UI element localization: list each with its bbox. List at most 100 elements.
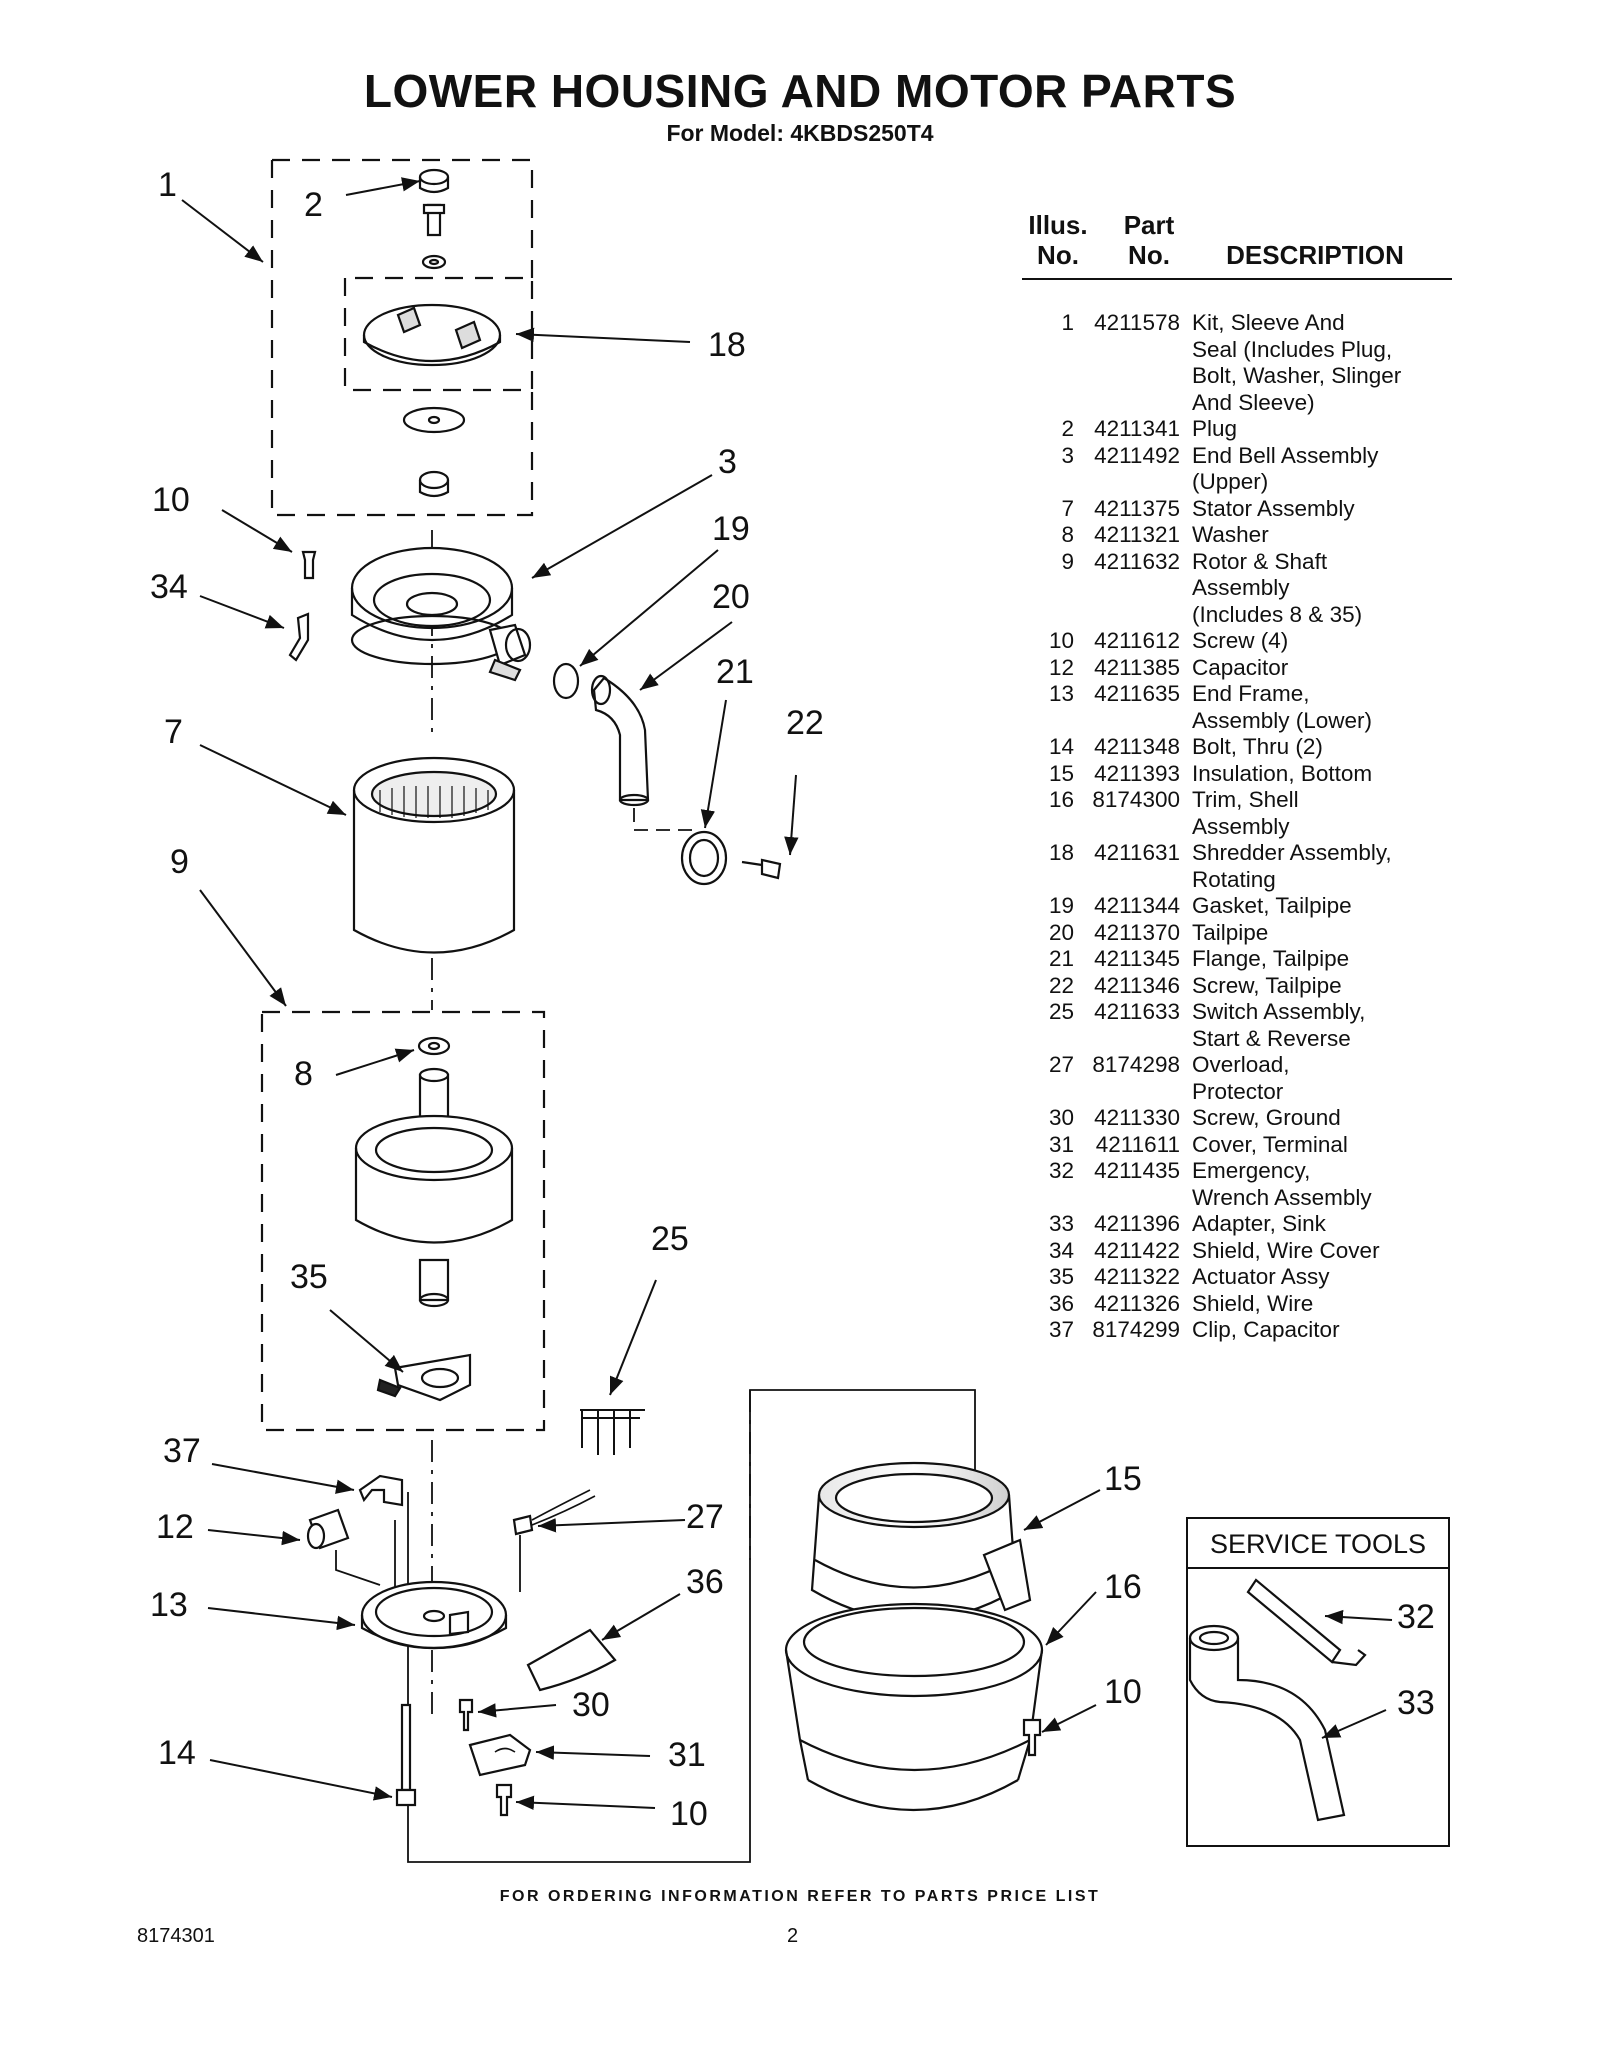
illus-number: 9 [1061, 548, 1074, 574]
end-bell-part [350, 546, 532, 682]
part-description: Rotor & Shaft Assembly (Includes 8 & 35) [1192, 548, 1363, 627]
illus-number: 35 [1048, 1264, 1074, 1289]
part-description: Clip, Capacitor [1192, 1317, 1340, 1342]
illus-number: 22 [1048, 972, 1074, 998]
table-row: 14 4211348 Bolt, Thru (2) [1022, 734, 1452, 761]
ordering-note: FOR ORDERING INFORMATION REFER TO PARTS … [499, 1888, 1101, 1905]
part-number: 4211321 [1094, 522, 1180, 547]
illus-number: 31 [1048, 1131, 1074, 1157]
part-number: 4211633 [1094, 999, 1180, 1024]
illus-number: 36 [1048, 1290, 1074, 1316]
part-number: 4211322 [1094, 1264, 1180, 1289]
illus-number: 21 [1048, 946, 1074, 971]
callout-15: 15 [1104, 1460, 1142, 1498]
callout-3: 3 [718, 443, 737, 481]
callout-36: 36 [686, 1563, 724, 1601]
header-part-2: No. [1128, 240, 1170, 270]
model-subtitle: For Model: 4KBDS250T4 [666, 120, 934, 146]
part-description: Washer [1192, 522, 1269, 547]
part-number: 4211346 [1094, 972, 1180, 998]
part-number: 4211422 [1094, 1237, 1180, 1263]
part-description: Shield, Wire [1192, 1290, 1314, 1316]
header-description: DESCRIPTION [1226, 240, 1404, 270]
part-description: Gasket, Tailpipe [1192, 893, 1352, 918]
part-number: 8174300 [1092, 787, 1180, 812]
part-description: Stator Assembly [1192, 495, 1355, 521]
part-number: 4211612 [1094, 628, 1180, 653]
document-number: 8174301 [137, 1925, 215, 1947]
part-number: 4211435 [1094, 1158, 1180, 1183]
callout-21: 21 [716, 653, 754, 691]
part-description: Flange, Tailpipe [1192, 946, 1350, 971]
part-description: Plug [1192, 416, 1238, 441]
part-number: 4211375 [1094, 495, 1180, 521]
part-number: 4211611 [1095, 1131, 1180, 1157]
part-description: Emergency, Wrench Assembly [1192, 1158, 1372, 1210]
illus-number: 34 [1048, 1237, 1074, 1263]
illus-number: 2 [1061, 416, 1074, 441]
end-frame-part [360, 1580, 508, 1650]
part-number: 4211631 [1094, 840, 1180, 865]
illus-number: 30 [1048, 1105, 1074, 1130]
part-description: Screw (4) [1192, 628, 1289, 653]
part-number: 4211393 [1094, 760, 1180, 786]
part-number: 4211385 [1094, 654, 1180, 680]
part-description: Insulation, Bottom [1192, 760, 1373, 786]
callout-20: 20 [712, 578, 750, 616]
illus-number: 20 [1048, 919, 1074, 945]
page-number: 2 [787, 1925, 799, 1947]
table-row: 9 4211632 Rotor & Shaft Assembly (Includes… [1022, 549, 1452, 629]
callout-7: 7 [164, 713, 183, 751]
callout-13: 13 [150, 1586, 188, 1624]
part-number: 4211348 [1094, 734, 1180, 759]
illus-number: 12 [1048, 654, 1074, 680]
illus-number: 10 [1048, 628, 1074, 653]
callout-8: 8 [294, 1055, 313, 1093]
callout-10-lower: 10 [670, 1795, 708, 1833]
table-row: 2 4211341 Plug [1022, 416, 1452, 443]
part-number: 4211578 [1094, 310, 1180, 335]
kit-sleeve-dashed-box [270, 158, 534, 517]
wrench-drawing [1246, 1578, 1367, 1667]
rotor-dashed-box [260, 1010, 546, 1432]
table-row: 12 4211385 Capacitor [1022, 655, 1452, 682]
rotor-part [354, 1067, 514, 1308]
part-number: 4211632 [1094, 548, 1180, 574]
callout-1: 1 [158, 166, 177, 204]
part-description: End Frame, Assembly (Lower) [1192, 681, 1373, 733]
part-description: Overload, Protector [1192, 1052, 1290, 1104]
header-illus-1: Illus. [1028, 210, 1088, 240]
illus-number: 14 [1048, 734, 1074, 759]
service-tools-box: SERVICE TOOLS [1186, 1517, 1450, 1847]
part-number: 4211341 [1094, 416, 1180, 441]
part-description: Bolt, Thru (2) [1192, 734, 1323, 759]
part-description: Trim, Shell Assembly [1192, 787, 1299, 839]
callout-2: 2 [304, 186, 323, 224]
part-description: Cover, Terminal [1192, 1131, 1348, 1157]
illus-number: 15 [1048, 760, 1074, 786]
part-number: 4211345 [1094, 946, 1180, 971]
part-description: Capacitor [1192, 654, 1289, 680]
part-description: End Bell Assembly (Upper) [1192, 442, 1379, 495]
callout-30: 30 [572, 1686, 610, 1724]
leader-arrows [181, 177, 1393, 1810]
table-row: 10 4211612 Screw (4) [1022, 628, 1452, 655]
callout-32: 32 [1397, 1598, 1435, 1636]
callout-10-upper: 10 [152, 481, 190, 519]
